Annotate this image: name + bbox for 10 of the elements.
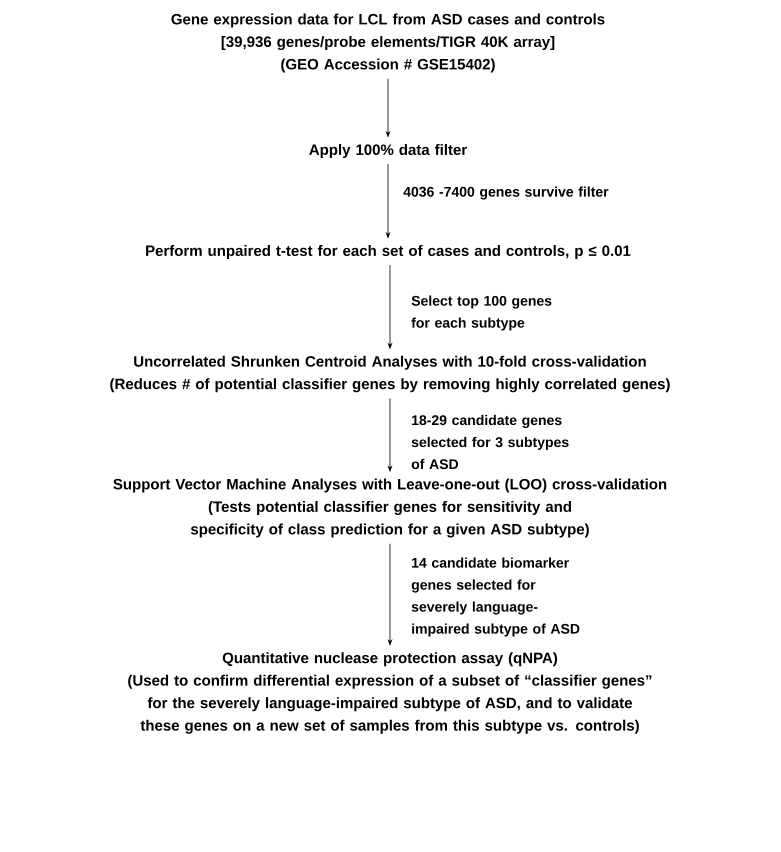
step-text: Support Vector Machine Analyses with Leave-one-out (LOO) cross-validation (Tests potential classifier genes for sensitivity and specificity of class prediction for a given ASD subtype) [113,478,666,538]
edge-label: 4036 -7400 genes survive filter [403,186,608,200]
edge-label: 18-29 candidate genes selected for 3 subtypes of ASD [412,414,569,470]
step-text: Apply 100% data filter [309,144,467,158]
step-text: Uncorrelated Shrunken Centroid Analyses with 10-fold cross-validation (Reduces # of potential classifier genes by removing highly correlated genes) [110,356,670,392]
step-text: Perform unpaired t-test for each set of cases and controls, p ≤ 0.01 [146,245,630,259]
edge-label: Select top 100 genes for each subtype [411,295,552,331]
step-text: Quantitative nuclease protection assay (qNPA) (Used to confirm differential expression of a subset of “classifier genes” for the severely language-impaired subtype of ASD, and to validate these genes on a new set of samples from this subtype vs. controls) [128,652,652,734]
edge-label: 14 candidate biomarker genes selected for severely language-impaired subtype of ASD [412,557,580,637]
step-text: Gene expression data for LCL from ASD cases and controls [39,936 genes/probe elements/TIGR 40K array] (GEO Accession # GSE15402) [171,14,604,72]
